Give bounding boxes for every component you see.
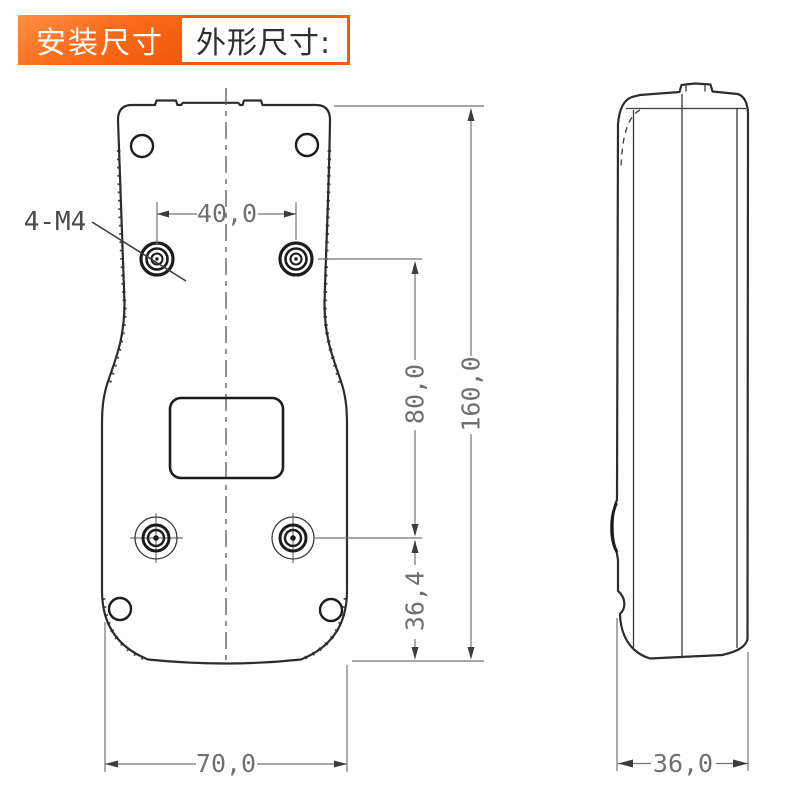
thread-callout-leader xyxy=(91,221,187,282)
dim-overall-height-label: 160,0 xyxy=(457,356,486,431)
front-body-outline xyxy=(100,99,349,665)
dim-hole-spacing-y-label: 80,0 xyxy=(401,364,430,424)
mount-hole-lower-left xyxy=(130,513,183,563)
clearance-hole-bottom-right xyxy=(318,597,344,623)
grip-serration-right xyxy=(323,149,344,389)
mount-hole-upper-right xyxy=(278,241,314,277)
dim-bottom-hole-offset: 36,4 xyxy=(401,540,430,660)
grip-serration-bottom-left xyxy=(101,597,147,662)
dim-overall-depth: 36,0 xyxy=(616,618,749,778)
clearance-hole-bottom-left xyxy=(107,596,133,622)
dim-overall-width: 70,0 xyxy=(104,622,348,778)
window-cutout xyxy=(168,396,285,480)
dim-bottom-hole-offset-label: 36,4 xyxy=(401,571,430,631)
dim-hole-spacing-y: 80,0 xyxy=(315,258,430,539)
grip-serration-bottom-right xyxy=(300,597,348,662)
side-view xyxy=(610,82,750,660)
mount-hole-lower-right xyxy=(271,513,315,563)
thread-callout-label: 4-M4 xyxy=(24,207,87,237)
outline-dimensions-label: 外形尺寸: xyxy=(182,15,351,65)
side-button-bump xyxy=(610,502,619,553)
header: 安装尺寸 外形尺寸: xyxy=(18,15,351,65)
install-dimensions-badge: 安装尺寸 xyxy=(18,15,182,65)
dim-overall-width-label: 70,0 xyxy=(196,749,256,778)
side-body-outline xyxy=(611,82,750,660)
clearance-hole-top-right xyxy=(294,132,320,158)
dim-overall-height: 160,0 xyxy=(334,105,486,662)
dim-hole-spacing-x-label: 40,0 xyxy=(197,199,257,228)
dim-hole-spacing-x: 40,0 xyxy=(156,199,297,244)
clearance-hole-top-left xyxy=(129,133,155,159)
front-view: 4-M4 xyxy=(24,88,349,665)
dim-overall-depth-label: 36,0 xyxy=(653,749,713,778)
side-hidden-edge xyxy=(620,109,641,169)
